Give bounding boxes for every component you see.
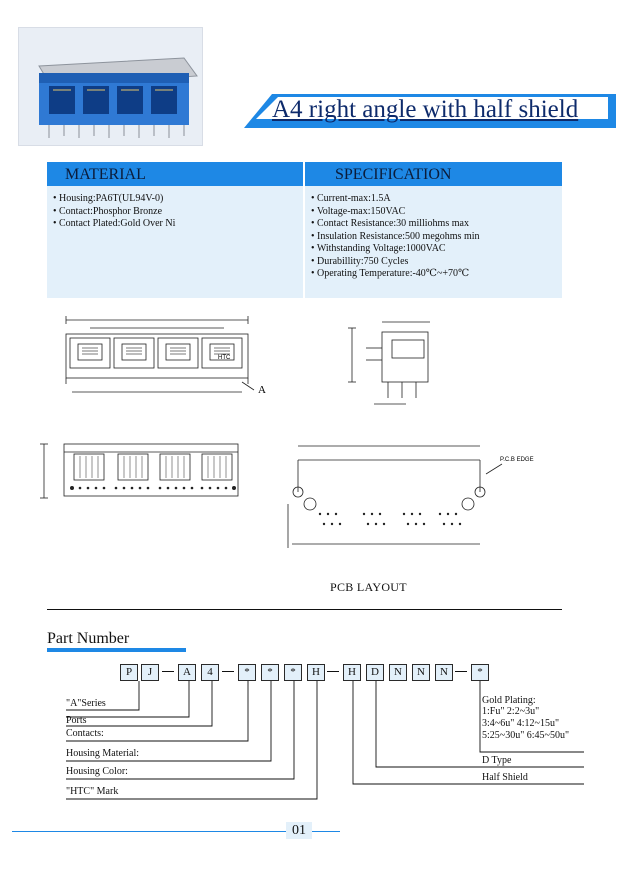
pn-box: J <box>141 664 159 681</box>
pn-box: 4 <box>201 664 219 681</box>
label-ports: Ports <box>66 715 87 726</box>
page-title: A4 right angle with half shield <box>272 96 579 123</box>
side-view-drawing <box>348 321 430 405</box>
material-item: Housing:PA6T(UL94V-0) <box>53 193 175 206</box>
title-banner: A4 right angle with half shield <box>244 94 616 128</box>
pn-box: N <box>389 664 407 681</box>
label-housing-color: Housing Color: <box>66 766 128 777</box>
pn-box: * <box>471 664 489 681</box>
pn-box: H <box>307 664 325 681</box>
material-header: MATERIAL <box>47 162 303 186</box>
label-htc-mark: "HTC" Mark <box>66 786 119 797</box>
label-gold-option: 1:Fu" 2:2~3u" <box>482 706 540 717</box>
specification-header: SPECIFICATION <box>305 162 562 186</box>
pcb-edge-label: P.C.B EDGE <box>500 457 534 463</box>
pn-box: D <box>366 664 384 681</box>
section-divider <box>47 609 562 610</box>
table-divider <box>303 162 305 298</box>
pn-box: P <box>120 664 138 681</box>
spec-item: Withstanding Voltage:1000VAC <box>311 243 480 256</box>
spec-item: Voltage-max:150VAC <box>311 206 480 219</box>
pcb-layout-drawing: P.C.B EDGE <box>287 445 534 548</box>
label-contacts: Contacts: <box>66 728 104 739</box>
specification-list: Current-max:1.5A Voltage-max:150VAC Cont… <box>311 193 480 281</box>
label-d-type: D Type <box>482 755 512 766</box>
pn-dash <box>455 671 467 672</box>
material-item: Contact Plated:Gold Over Ni <box>53 218 175 231</box>
pcb-layout-caption: PCB LAYOUT <box>330 580 407 594</box>
spec-item: Insulation Resistance:500 megohms min <box>311 231 479 244</box>
label-housing-material: Housing Material: <box>66 748 140 759</box>
spec-item: Operating Temperature:-40℃~+70℃ <box>311 268 480 281</box>
label-series: "A"Series <box>66 698 106 709</box>
htc-mark: HTC <box>218 355 231 361</box>
label-gold-plating: Gold Plating: <box>482 695 536 706</box>
page-number: 01 <box>286 822 312 839</box>
product-photo <box>18 27 203 146</box>
front-view-drawing: HTC A <box>65 316 266 396</box>
spec-table: MATERIAL SPECIFICATION Housing:PA6T(UL94… <box>47 162 562 298</box>
material-list: Housing:PA6T(UL94V-0) Contact:Phosphor B… <box>53 193 175 231</box>
pn-box: * <box>284 664 302 681</box>
pn-box: A <box>178 664 196 681</box>
pn-box: N <box>412 664 430 681</box>
label-gold-option: 5:25~30u" 6:45~50u" <box>482 730 570 741</box>
pn-box: * <box>261 664 279 681</box>
pn-dash <box>162 671 174 672</box>
part-number-underline <box>47 648 186 652</box>
spec-item: Durabillity:750 Cycles <box>311 256 480 269</box>
pn-box: N <box>435 664 453 681</box>
label-half-shield: Half Shield <box>482 772 528 783</box>
footer-line-right <box>312 831 340 832</box>
footer-line-left <box>12 831 286 832</box>
material-item: Contact:Phosphor Bronze <box>53 206 175 219</box>
pn-box: * <box>238 664 256 681</box>
top-view-drawing <box>40 443 239 499</box>
marker-a: A <box>258 384 266 396</box>
spec-item: Contact Resistance:30 milliohms max <box>311 218 480 231</box>
spec-item: Current-max:1.5A <box>311 193 480 206</box>
part-number-heading: Part Number <box>47 630 130 647</box>
label-gold-option: 3:4~6u" 4:12~15u" <box>482 718 560 729</box>
pn-dash <box>327 671 339 672</box>
pn-box: H <box>343 664 361 681</box>
pn-dash <box>222 671 234 672</box>
